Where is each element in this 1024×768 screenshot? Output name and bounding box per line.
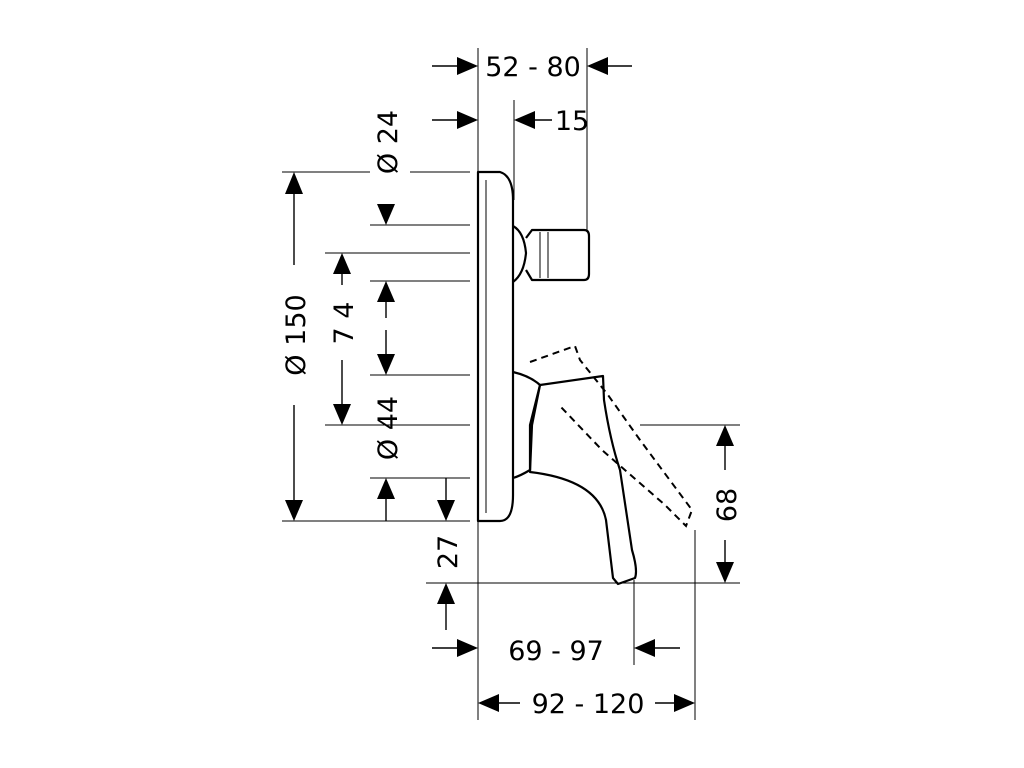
wall-plate [476, 170, 515, 523]
extension-lines [282, 48, 740, 720]
label-spout-depth: 69 - 97 [508, 636, 604, 667]
label-diameter-plate: Ø 150 [281, 294, 312, 375]
handle-alternate-position [529, 344, 694, 528]
label-diameter-outlet: Ø 24 [373, 110, 404, 174]
handle [528, 374, 638, 586]
label-handle-height: 68 [712, 488, 743, 522]
diverter-knob [512, 225, 528, 283]
label-top-width: 52 - 80 [485, 52, 581, 83]
label-connector-depth: 15 [555, 106, 589, 137]
label-diameter-hub: Ø 44 [373, 396, 404, 460]
mixer-outline [476, 170, 694, 586]
label-outlet-spacing: 7 4 [329, 302, 360, 345]
dimension-labels: 52 - 80 15 Ø 24 7 4 Ø 150 Ø 44 27 68 69 … [281, 52, 743, 720]
dimension-lines [285, 57, 734, 712]
hub [512, 370, 542, 480]
label-total-depth: 92 - 120 [532, 689, 645, 720]
label-lower-offset: 27 [433, 535, 464, 569]
